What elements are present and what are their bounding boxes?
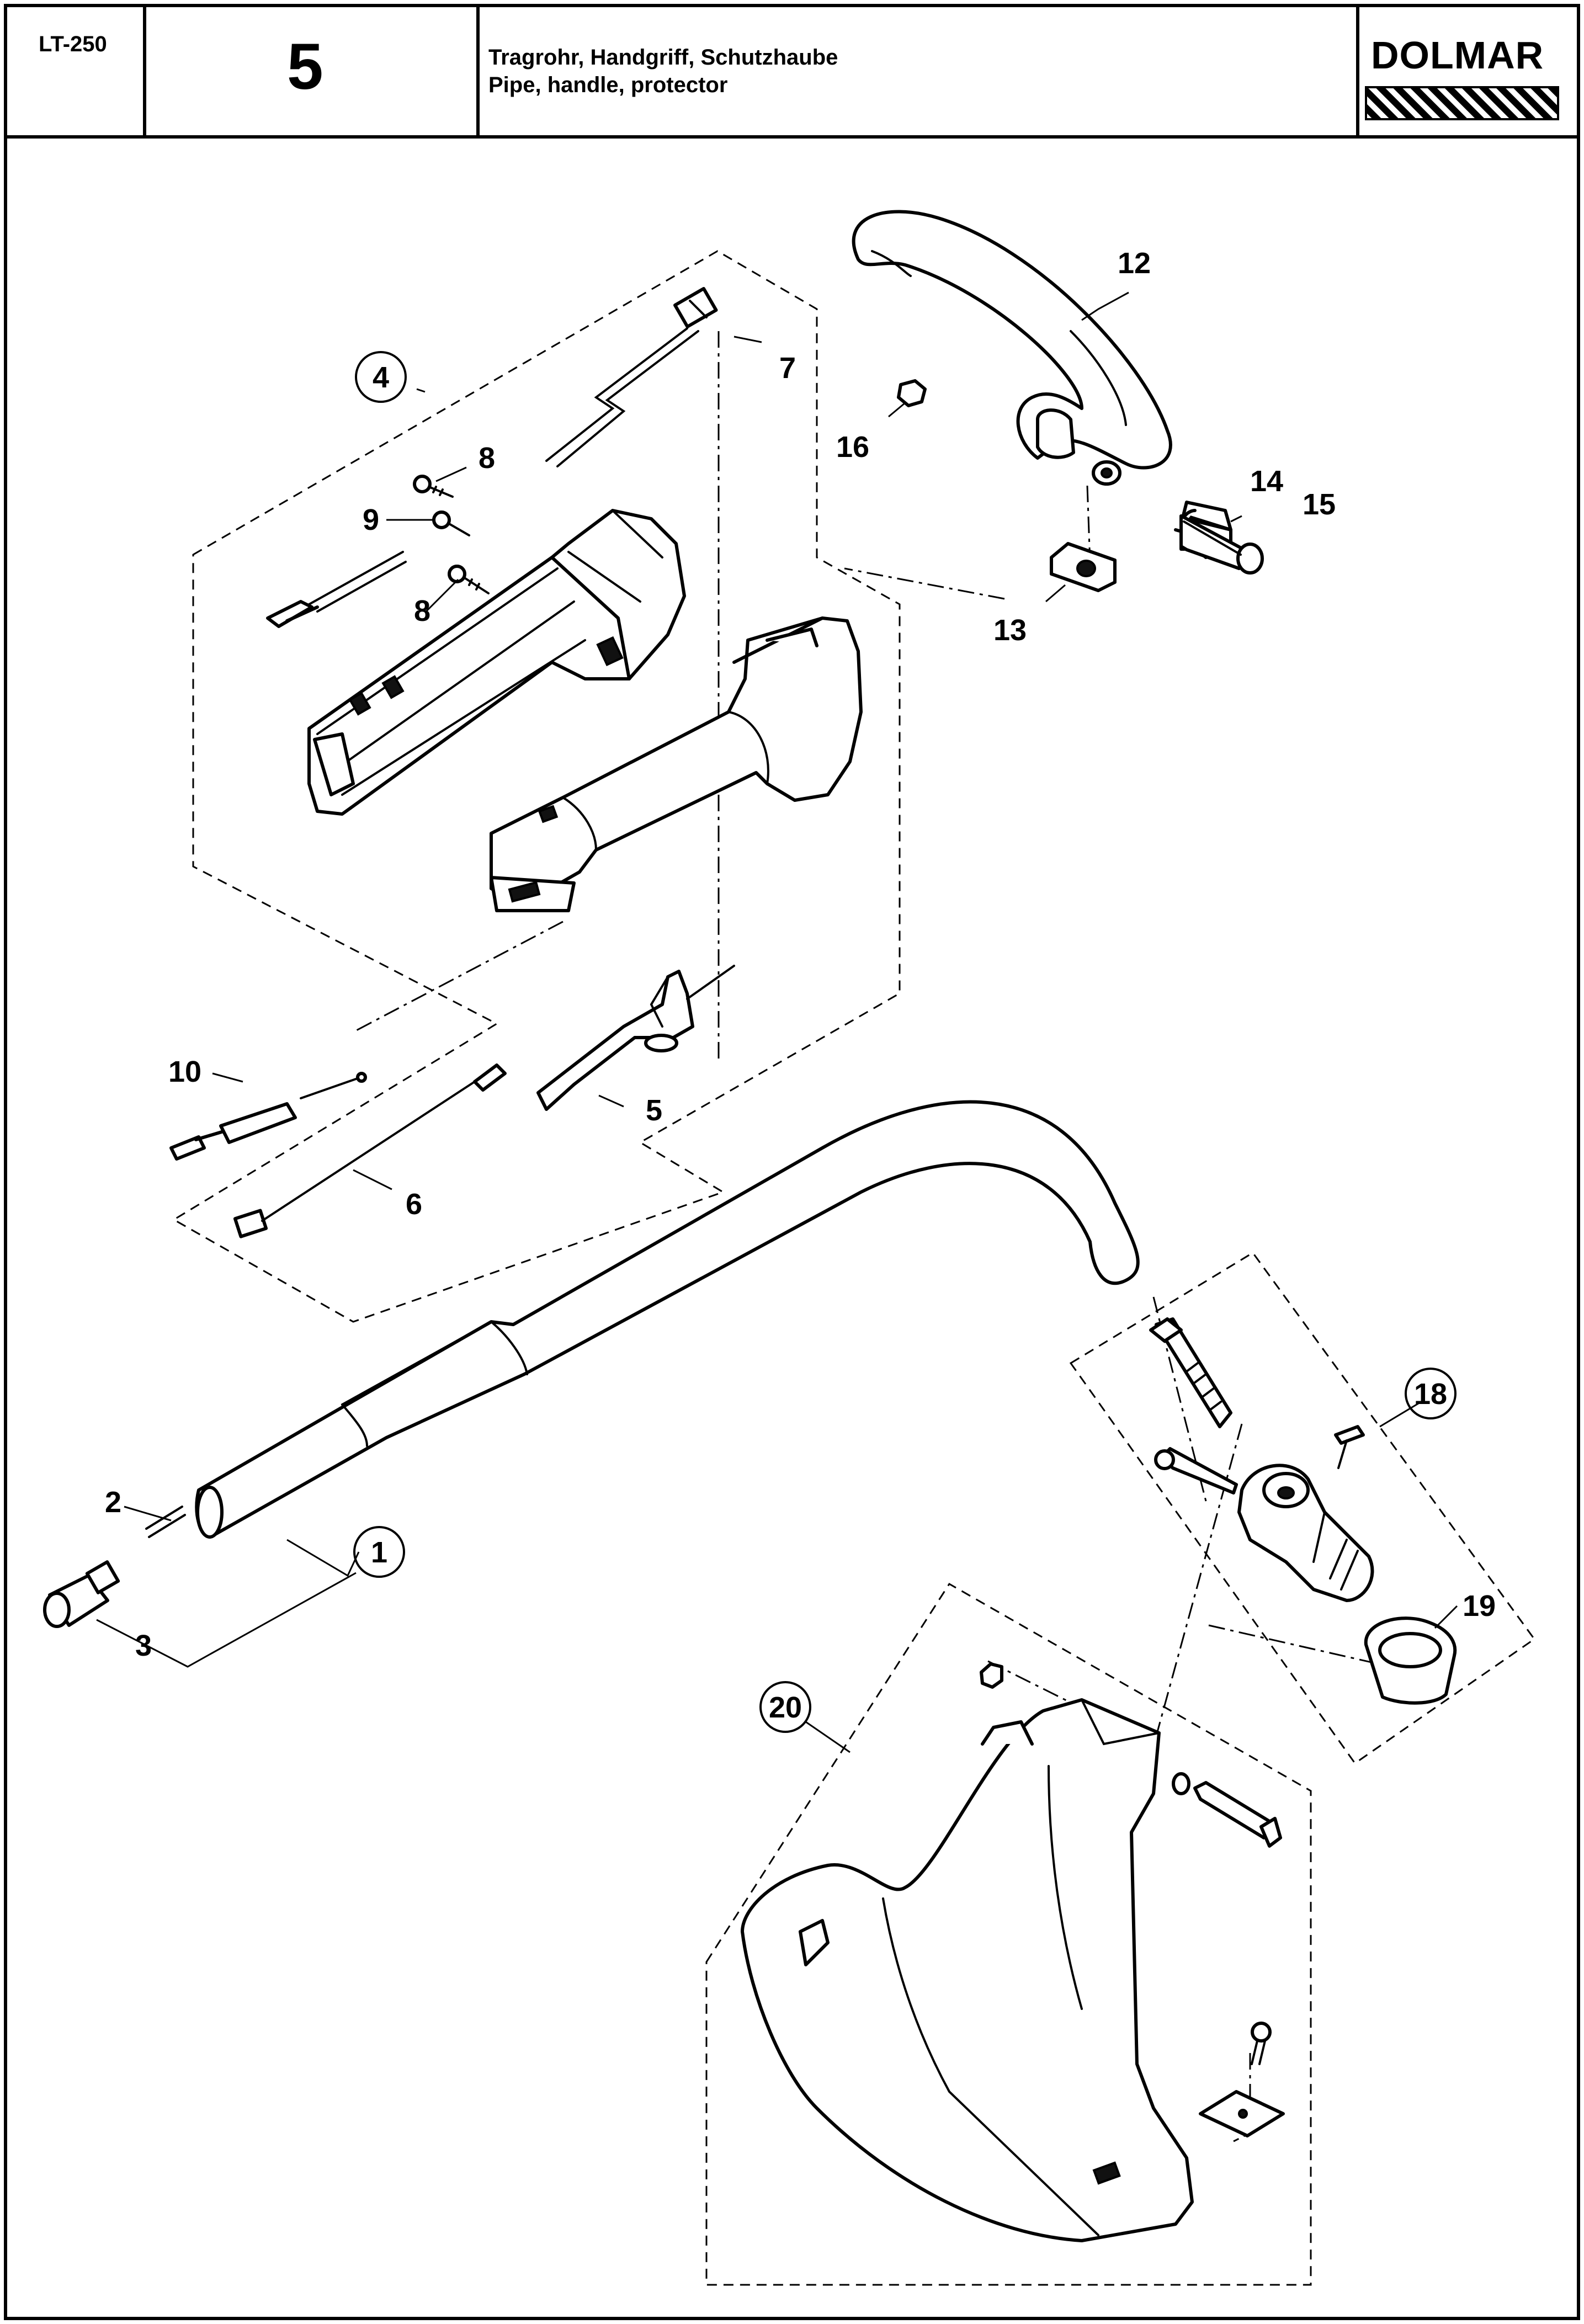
callout-16: 16	[836, 430, 869, 464]
handle-housing-half	[307, 509, 686, 816]
section-title-english: Pipe, handle, protector	[488, 73, 728, 97]
callout-9: 9	[363, 503, 379, 536]
throttle-cable	[169, 1072, 367, 1161]
callout-10: 10	[168, 1055, 201, 1088]
loop-handle	[852, 210, 1172, 486]
protector-blade-screw	[1251, 2022, 1272, 2065]
model-number: LT-250	[39, 32, 107, 56]
section-title-german: Tragrohr, Handgriff, Schutzhaube	[488, 45, 838, 70]
switch-cable	[545, 286, 718, 467]
section-number: 5	[287, 30, 323, 103]
brand-logo: DOLMAR	[1371, 34, 1544, 77]
callout-leaders	[96, 291, 1458, 1753]
protector-cutter-blade	[1199, 2090, 1285, 2137]
handle-clamp	[1050, 542, 1117, 592]
callout-4: 4	[373, 361, 389, 394]
screw-upper	[413, 475, 454, 498]
callout-14: 14	[1250, 465, 1283, 498]
callout-8-upper: 8	[479, 442, 495, 475]
hex-nut	[897, 379, 927, 407]
callout-20: 20	[769, 1691, 802, 1724]
protector-nut	[980, 1662, 1003, 1689]
handle-housing-sleeve	[490, 616, 863, 912]
joint-small-screw	[1334, 1425, 1365, 1469]
callout-3: 3	[135, 1629, 152, 1662]
connector-wires	[266, 551, 407, 628]
joint-bolt	[1149, 1317, 1232, 1428]
group-boundary-protector	[705, 1582, 1312, 2286]
callout-labels: 1 2 3 4 5 6 7 8 8 9 10 12 13 14 15 16 18…	[105, 247, 1496, 1733]
throttle-lever	[536, 965, 735, 1111]
group-boundary-joint	[1069, 1252, 1536, 1765]
callout-18: 18	[1414, 1378, 1447, 1411]
joint-screw	[1154, 1447, 1238, 1495]
protector-guard	[741, 1698, 1194, 2242]
brand-stripe	[1365, 86, 1559, 120]
joint-clamp	[1237, 1464, 1374, 1602]
callout-5: 5	[646, 1094, 662, 1127]
screw-shaft	[1179, 514, 1264, 575]
pipe-end-fitting	[43, 1560, 120, 1628]
screw-small	[432, 510, 470, 536]
group-boundary-handle-assembly	[172, 250, 901, 1323]
drive-pipe	[145, 1100, 1140, 1539]
callout-8-lower: 8	[414, 594, 430, 627]
callout-7: 7	[779, 352, 796, 385]
joint-cap	[1364, 1616, 1457, 1705]
callout-19: 19	[1463, 1589, 1496, 1623]
callout-2: 2	[105, 1486, 121, 1519]
callout-13: 13	[993, 614, 1027, 647]
protector-screw	[1172, 1772, 1282, 1848]
page-frame	[4, 4, 1580, 2320]
callout-6: 6	[406, 1188, 422, 1221]
wire-lead	[233, 1063, 507, 1238]
callout-15: 15	[1303, 488, 1336, 521]
callout-12: 12	[1118, 247, 1151, 280]
screw-lower	[448, 565, 490, 594]
callout-1: 1	[371, 1536, 387, 1569]
